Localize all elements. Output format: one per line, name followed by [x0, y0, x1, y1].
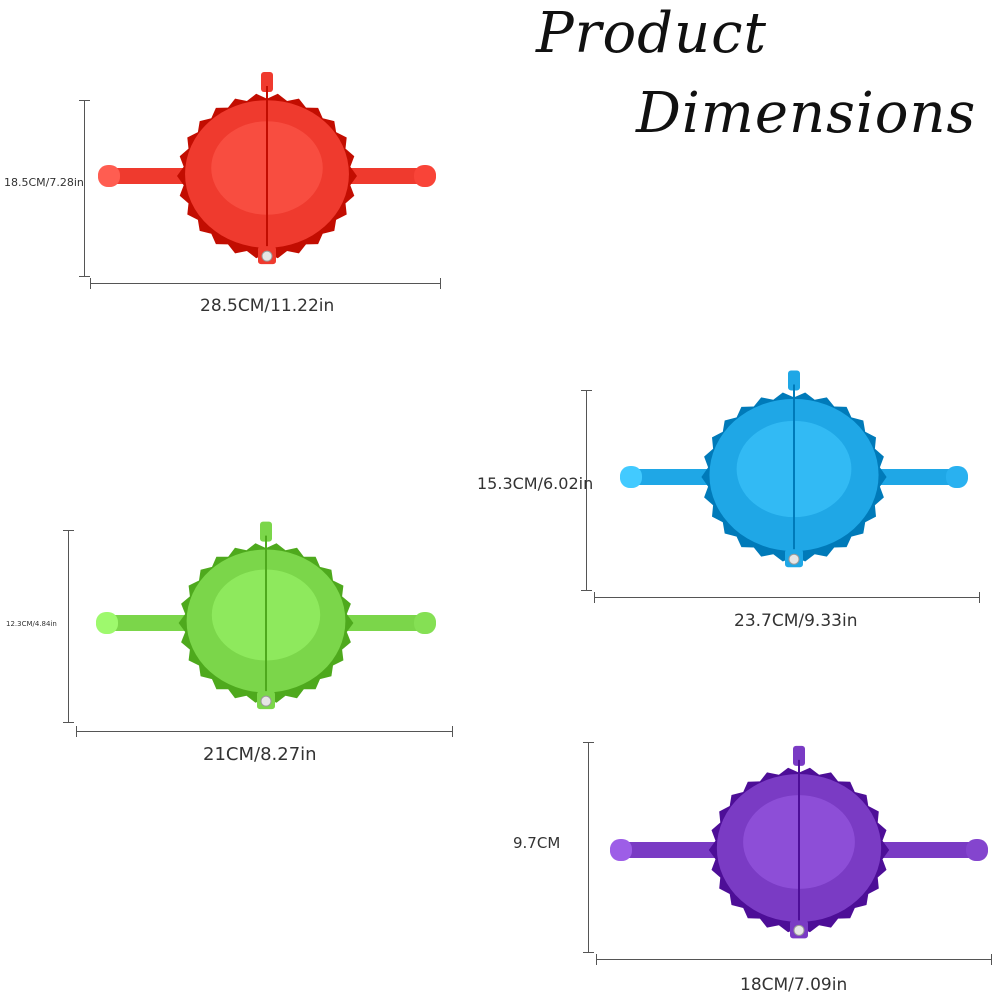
blue-width-label: 23.7CM/9.33in	[734, 611, 858, 631]
green-width-tick-right	[452, 726, 453, 737]
red-width-label: 28.5CM/11.22in	[200, 296, 335, 316]
red-height-label: 18.5CM/7.28in	[4, 176, 84, 189]
blue-height-tick-top	[581, 390, 592, 391]
blue-width-ruler	[594, 597, 980, 598]
green-height-tick-bottom	[63, 722, 74, 723]
right-handle-end	[414, 612, 436, 634]
green-height-label: 12.3CM/4.84in	[6, 620, 57, 628]
purple-width-tick-right	[991, 954, 992, 965]
left-handle-end	[98, 165, 120, 187]
blue-dumpling-mold	[620, 370, 968, 568]
purple-width-tick-left	[596, 954, 597, 965]
purple-height-label: 9.7CM	[513, 834, 561, 852]
red-dumpling-mold	[98, 72, 436, 265]
green-width-label: 21CM/8.27in	[203, 744, 317, 765]
right-handle	[339, 615, 436, 631]
red-height-ruler	[84, 100, 85, 276]
title-line-dimensions: Dimensions	[636, 81, 977, 146]
hinge-pin	[261, 250, 273, 262]
purple-dumpling-mold-image	[606, 745, 992, 942]
right-handle-end	[966, 839, 988, 861]
green-width-tick-left	[76, 726, 77, 737]
right-handle-end	[414, 165, 436, 187]
green-dumpling-mold	[96, 521, 436, 710]
hinge-pin	[793, 924, 805, 936]
blue-dumpling-mold-image	[616, 366, 972, 576]
purple-height-tick-top	[583, 742, 594, 743]
blue-width-tick-right	[979, 592, 980, 603]
top-pin	[788, 370, 800, 391]
purple-width-ruler	[596, 959, 992, 960]
left-handle	[98, 168, 192, 184]
red-width-tick-left	[90, 278, 91, 289]
hinge-pin	[788, 553, 800, 565]
red-width-tick-right	[440, 278, 441, 289]
right-handle	[875, 842, 988, 858]
purple-height-tick-bottom	[583, 952, 594, 953]
blue-width-tick-left	[594, 592, 595, 603]
green-dumpling-mold-image	[92, 521, 440, 712]
right-handle-end	[946, 466, 968, 488]
purple-width-label: 18CM/7.09in	[740, 975, 848, 995]
blue-height-label: 15.3CM/6.02in	[477, 474, 594, 493]
red-dumpling-mold-image	[94, 70, 440, 270]
green-height-ruler	[68, 530, 69, 722]
left-handle	[620, 469, 716, 485]
right-handle	[872, 469, 968, 485]
left-handle-end	[620, 466, 642, 488]
top-pin	[260, 521, 272, 542]
top-pin	[261, 72, 273, 93]
green-width-ruler	[76, 731, 452, 732]
left-handle-end	[96, 612, 118, 634]
green-height-tick-top	[63, 530, 74, 531]
purple-height-ruler	[588, 742, 589, 952]
red-height-tick-bottom	[79, 276, 90, 277]
purple-dumpling-mold	[610, 745, 988, 939]
title-line-product: Product	[536, 1, 767, 66]
blue-height-ruler	[586, 390, 587, 590]
blue-height-tick-bottom	[581, 590, 592, 591]
red-width-ruler	[90, 283, 440, 284]
left-handle	[610, 842, 723, 858]
hinge-pin	[260, 695, 272, 707]
red-height-tick-top	[79, 100, 90, 101]
top-pin	[793, 745, 805, 766]
left-handle	[96, 615, 193, 631]
left-handle-end	[610, 839, 632, 861]
right-handle	[342, 168, 436, 184]
